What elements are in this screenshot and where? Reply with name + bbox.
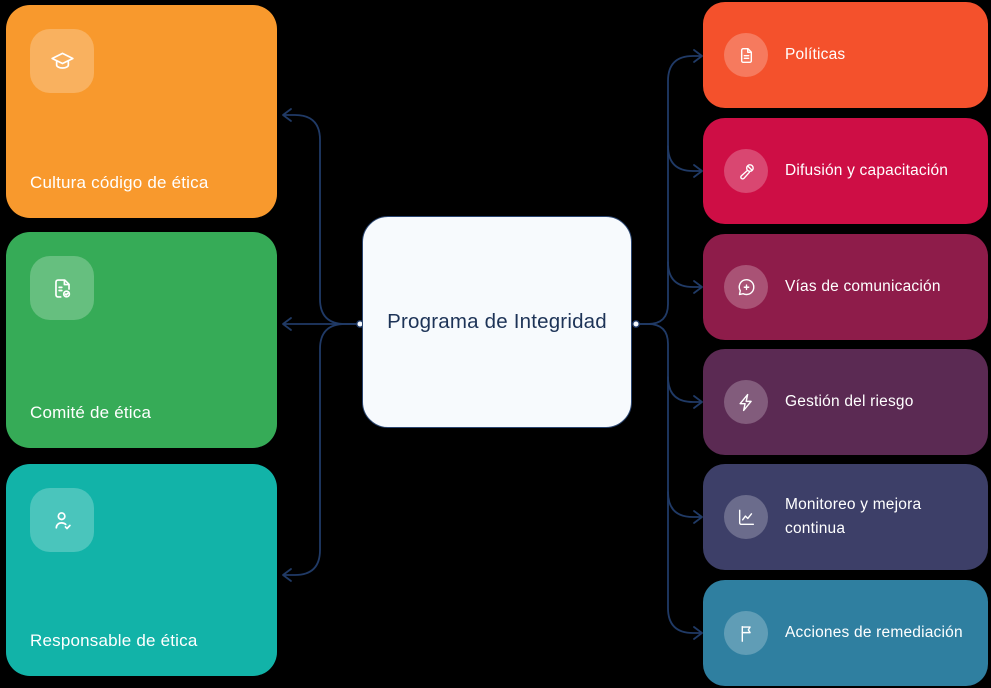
chart-line-icon xyxy=(724,495,768,539)
node-label: Responsable de ética xyxy=(30,631,198,650)
microphone-icon xyxy=(724,149,768,193)
connector-left-top xyxy=(284,114,359,325)
central-topic-label: Programa de Integridad xyxy=(387,310,607,333)
graduation-cap-icon xyxy=(30,29,94,93)
connector-right-5 xyxy=(667,491,701,518)
node-label: Comité de ética xyxy=(30,403,152,422)
node-comite-de-etica[interactable]: Comité de ética xyxy=(6,232,277,448)
node-label: Monitoreo y mejora continua xyxy=(785,495,922,537)
connector-right-1-arrowhead xyxy=(693,49,703,63)
connector-right-6-arrowhead xyxy=(693,626,703,640)
node-label: Difusión y capacitación xyxy=(785,161,949,179)
connector-right-1 xyxy=(637,55,701,325)
zap-icon xyxy=(724,380,768,424)
connector-left-middle-arrowhead xyxy=(282,317,292,331)
node-cultura-codigo-de-etica[interactable]: Cultura código de ética xyxy=(6,5,277,218)
node-difusion-y-capacitacion[interactable]: Difusión y capacitación xyxy=(703,118,988,224)
node-monitoreo-y-mejora-continua[interactable]: Monitoreo y mejora continua xyxy=(703,464,988,570)
connector-left-bottom-arrowhead xyxy=(282,568,292,582)
connector-right-4 xyxy=(667,376,701,403)
user-check-icon xyxy=(30,488,94,552)
node-programa-de-integridad[interactable]: Programa de Integridad xyxy=(362,216,632,428)
node-politicas[interactable]: Políticas xyxy=(703,2,988,108)
message-plus-icon xyxy=(724,265,768,309)
node-label: Gestión del riesgo xyxy=(785,392,914,410)
connector-right-3 xyxy=(667,261,701,288)
connector-right-3-arrowhead xyxy=(693,280,703,294)
connector-right-2 xyxy=(667,145,701,172)
node-acciones-de-remediacion[interactable]: Acciones de remediación xyxy=(703,580,988,686)
connector-right-2-arrowhead xyxy=(693,164,703,178)
connector-right-5-arrowhead xyxy=(693,510,703,524)
node-label: Acciones de remediación xyxy=(785,623,963,641)
connector-right-6 xyxy=(637,323,701,634)
node-label: Vías de comunicación xyxy=(785,277,941,295)
node-responsable-de-etica[interactable]: Responsable de ética xyxy=(6,464,277,676)
node-vias-de-comunicacion[interactable]: Vías de comunicación xyxy=(703,234,988,340)
connector-left-top-arrowhead xyxy=(282,108,292,122)
file-badge-icon xyxy=(30,256,94,320)
connector-left-bottom xyxy=(284,323,359,576)
connector-right-4-arrowhead xyxy=(693,395,703,409)
connection-dot-right xyxy=(632,320,640,328)
node-label: Políticas xyxy=(785,45,846,63)
node-gestion-del-riesgo[interactable]: Gestión del riesgo xyxy=(703,349,988,455)
node-label: Cultura código de ética xyxy=(30,173,209,192)
flag-icon xyxy=(724,611,768,655)
file-text-icon xyxy=(724,33,768,77)
